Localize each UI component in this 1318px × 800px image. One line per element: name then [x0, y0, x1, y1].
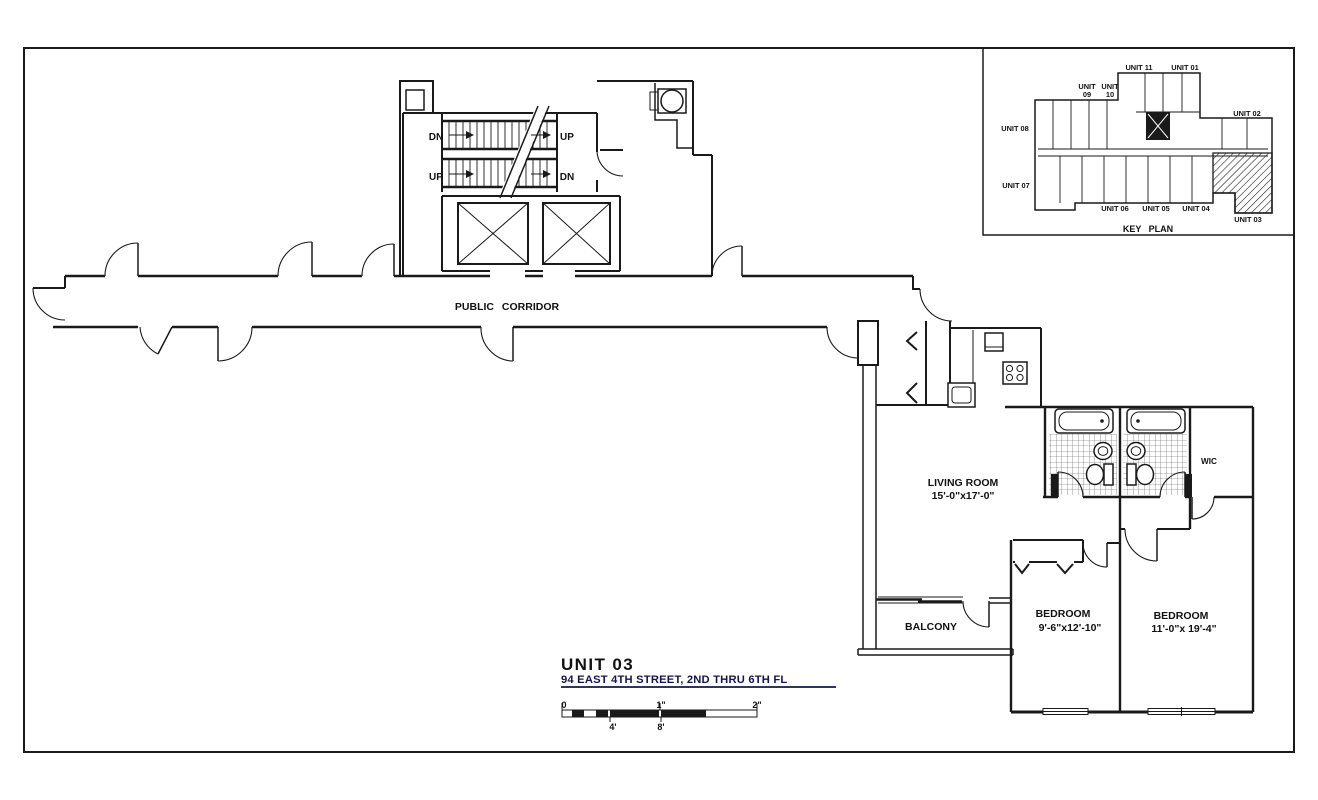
- key-plan-unit-06-label: UNIT 06: [1101, 204, 1129, 213]
- unit-title: UNIT 03: [561, 655, 634, 674]
- key-plan-unit-01-label: UNIT 01: [1171, 63, 1199, 72]
- stair-break-line: [499, 105, 550, 199]
- balcony-label: BALCONY: [905, 621, 957, 633]
- public-corridor: PUBLIC CORRIDOR: [32, 241, 953, 366]
- key-plan-unit-02-label: UNIT 02: [1233, 109, 1261, 118]
- key-plan-unit-08-label: UNIT 08: [1001, 124, 1029, 133]
- bedroom-2: BEDROOM 11'-0"x 19'-4": [1120, 497, 1217, 635]
- unit03-plan: LIVING ROOM 15'-0"x17'-0": [857, 321, 1255, 716]
- unit04-entry-door-swing: [826, 326, 859, 359]
- unit-address: 94 EAST 4TH STREET, 2ND THRU 6TH FL: [561, 674, 787, 686]
- bath2-door-jamb: [1185, 474, 1192, 497]
- toilet-2-tank: [1126, 463, 1137, 486]
- toilet-1-tank: [1103, 463, 1114, 486]
- bedroom2-label: BEDROOM: [1154, 610, 1209, 622]
- key-plan-unit-09-num: 09: [1083, 90, 1091, 99]
- stair-label-up-lower: UP: [429, 172, 443, 183]
- bath-door-swings: [1057, 471, 1186, 498]
- bedroom1-label: BEDROOM: [1036, 608, 1091, 620]
- living-room-label: LIVING ROOM: [928, 477, 999, 489]
- kitchen: [947, 321, 1043, 408]
- scale-zero: 0: [561, 700, 566, 710]
- stair-label-up-upper: UP: [560, 132, 574, 143]
- scale-four-ft: 4': [609, 722, 616, 732]
- unit-west-wall: [862, 365, 877, 649]
- living-room-dims: 15'-0"x17'-0": [932, 490, 995, 502]
- service-fixture-drum: [660, 89, 684, 113]
- corridor-north-door-swings: [104, 241, 743, 277]
- balcony-railing: [857, 648, 1014, 656]
- bedroom1-closet-chevrons: [1014, 563, 1074, 575]
- bedroom1-window: [1042, 708, 1089, 715]
- entry-closet: [876, 321, 948, 406]
- corridor-exit-door-swing: [32, 287, 66, 321]
- unit03-entry-door-swing: [919, 288, 953, 322]
- title-block: UNIT 03 94 EAST 4TH STREET, 2ND THRU 6TH…: [561, 655, 836, 688]
- toilet-1-bowl: [1085, 463, 1105, 486]
- key-plan-unit-10-label: UNIT: [1101, 82, 1119, 91]
- kitchen-sink: [947, 382, 976, 408]
- scale-bar: 0 1" 2" 4' 8': [561, 700, 761, 732]
- key-plan-unit-10-num: 10: [1106, 90, 1114, 99]
- key-plan: UNIT 11 UNIT 01 UNIT 09 UNIT 10 UNIT 08 …: [982, 48, 1294, 236]
- page-border: [23, 47, 1295, 753]
- bathtub-1: [1054, 408, 1114, 434]
- elevator-1: [457, 202, 529, 265]
- key-plan-unit-04-label: UNIT 04: [1182, 204, 1210, 213]
- key-plan-unit-05-label: UNIT 05: [1142, 204, 1170, 213]
- key-plan-unit-07-label: UNIT 07: [1002, 181, 1030, 190]
- stair-arrows: [466, 131, 551, 178]
- walk-in-closet: WIC: [1191, 457, 1217, 520]
- closet-bifold-chevrons: [905, 331, 918, 404]
- corridor-south-door-swings: [139, 326, 514, 362]
- service-door-swing: [596, 149, 624, 177]
- stair-elevator-core: DN UP UP DN: [399, 80, 713, 276]
- core-closet: [405, 89, 425, 111]
- bathrooms: [1005, 405, 1255, 712]
- service-fixture-box: [657, 88, 687, 114]
- bedroom-1: BEDROOM 9'-6"x12'-10": [1009, 539, 1120, 712]
- south-wall-windows: [1011, 707, 1253, 716]
- corridor-label: PUBLIC CORRIDOR: [455, 301, 560, 313]
- stair-stringers: [442, 119, 557, 189]
- stair-label-dn-lower: DN: [560, 172, 574, 183]
- wic-door-swing: [1191, 496, 1215, 520]
- key-plan-unit03-highlight: [1212, 152, 1273, 214]
- scale-two-inch: 2": [752, 700, 761, 710]
- bedroom2-dims: 11'-0"x 19'-4": [1151, 623, 1216, 635]
- stove: [1002, 361, 1028, 385]
- key-plan-title: KEY PLAN: [1123, 224, 1173, 234]
- scale-eight-ft: 8': [657, 722, 664, 732]
- bath1-door-jamb: [1051, 474, 1058, 497]
- bedroom1-door-swing: [1082, 542, 1108, 568]
- bedroom2-window: [1147, 707, 1216, 716]
- refrigerator: [984, 332, 1004, 352]
- balcony: BALCONY: [857, 596, 1014, 656]
- stair-label-dn-upper: DN: [429, 132, 443, 143]
- bedroom2-door-swing: [1124, 528, 1158, 562]
- bedroom1-dims: 9'-6"x12'-10": [1039, 622, 1102, 634]
- party-wall-column: [857, 320, 879, 366]
- sink-1: [1093, 441, 1113, 461]
- bathtub-2: [1126, 408, 1186, 434]
- sink-2: [1126, 441, 1146, 461]
- service-fixture-motor: [649, 91, 659, 111]
- key-plan-unit-09-label: UNIT: [1078, 82, 1096, 91]
- key-plan-unit-03-label: UNIT 03: [1234, 215, 1262, 224]
- scale-one-inch: 1": [656, 700, 665, 710]
- elevator-2: [542, 202, 611, 265]
- wic-label: WIC: [1201, 457, 1217, 466]
- balcony-sliding-door: [876, 598, 962, 603]
- balcony-door-swing: [962, 600, 990, 628]
- scale-ticks: [561, 703, 758, 722]
- toilet-2-bowl: [1135, 463, 1155, 486]
- key-plan-unit-11-label: UNIT 11: [1125, 63, 1152, 72]
